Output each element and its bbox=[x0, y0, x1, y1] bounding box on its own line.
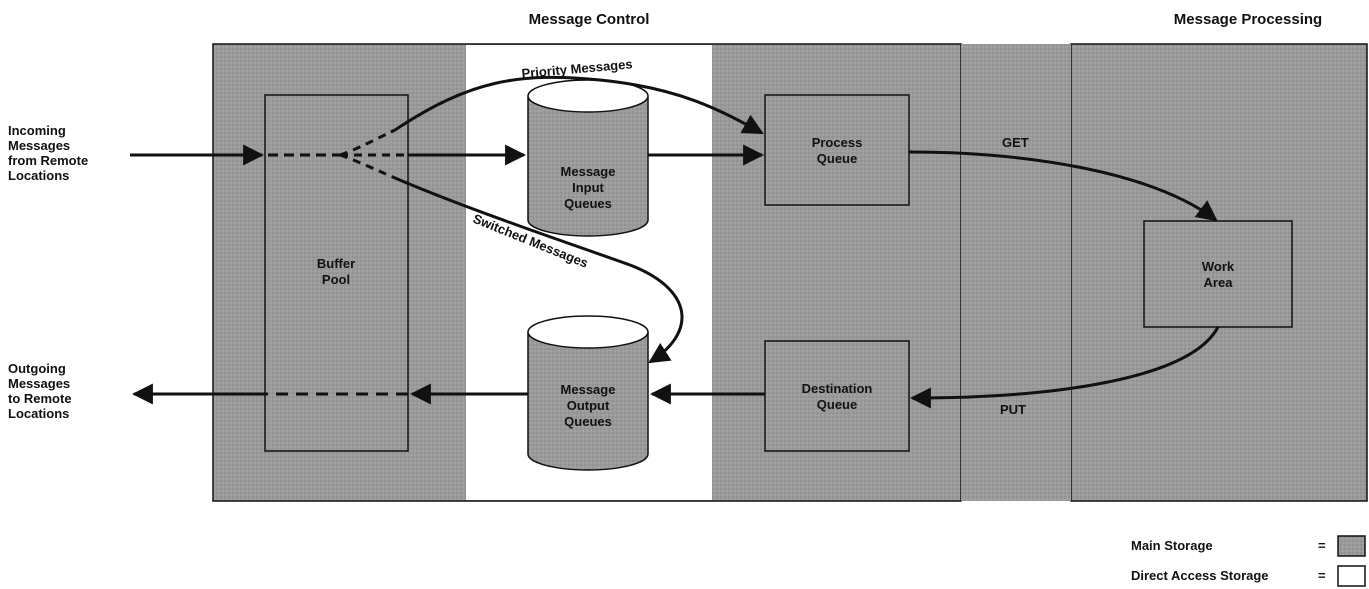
switched-messages-arrow bbox=[394, 176, 684, 364]
legend-direct-access-label: Direct Access Storage bbox=[1131, 568, 1269, 583]
main-storage-band bbox=[961, 44, 1071, 501]
process-queue-box bbox=[764, 94, 910, 206]
branch-dash-up bbox=[339, 128, 396, 157]
put-label: PUT bbox=[1000, 402, 1026, 417]
destination-queue-label-1: Destination bbox=[802, 381, 873, 396]
legend-main-storage-label: Main Storage bbox=[1131, 538, 1213, 553]
process-queue-label-1: Process bbox=[812, 135, 863, 150]
input-queues-label-2: Input bbox=[572, 180, 604, 195]
incoming-label-1: Incoming bbox=[8, 123, 66, 138]
get-label: GET bbox=[1002, 135, 1029, 150]
output-queues-label-3: Queues bbox=[564, 414, 612, 429]
outgoing-label-3: to Remote bbox=[8, 391, 72, 406]
destination-queue-label-2: Queue bbox=[817, 397, 857, 412]
get-arrow bbox=[908, 150, 1218, 222]
legend-direct-access-swatch bbox=[1337, 565, 1366, 587]
output-queues-label-2: Output bbox=[567, 398, 610, 413]
process-queue-label-2: Queue bbox=[817, 151, 857, 166]
priority-messages-arrow bbox=[394, 75, 764, 135]
incoming-label-3: from Remote bbox=[8, 153, 88, 168]
outgoing-label-1: Outgoing bbox=[8, 361, 66, 376]
work-area-label-2: Area bbox=[1204, 275, 1234, 290]
input-queues-label-1: Message bbox=[561, 164, 616, 179]
output-queues-label-1: Message bbox=[561, 382, 616, 397]
incoming-label-4: Locations bbox=[8, 168, 69, 183]
legend-main-storage-swatch bbox=[1337, 535, 1366, 557]
input-queues-label-3: Queues bbox=[564, 196, 612, 211]
work-area-box bbox=[1143, 220, 1293, 328]
message-processing-header: Message Processing bbox=[1174, 11, 1322, 28]
buffer-pool-label-1: Buffer bbox=[317, 256, 355, 271]
message-input-queues-cylinder bbox=[527, 79, 649, 237]
work-area-label-1: Work bbox=[1202, 259, 1235, 274]
message-output-queues-cylinder bbox=[527, 315, 649, 471]
put-arrow bbox=[909, 326, 1220, 409]
incoming-label-2: Messages bbox=[8, 138, 70, 153]
outgoing-label-2: Messages bbox=[8, 376, 70, 391]
outgoing-label-4: Locations bbox=[8, 406, 69, 421]
buffer-pool-label-2: Pool bbox=[322, 272, 350, 287]
message-control-header: Message Control bbox=[529, 11, 650, 28]
legend-equals-2: = bbox=[1318, 568, 1326, 583]
destination-queue-box bbox=[764, 340, 910, 452]
legend-equals-1: = bbox=[1318, 538, 1326, 553]
branch-dash-down bbox=[339, 153, 396, 180]
